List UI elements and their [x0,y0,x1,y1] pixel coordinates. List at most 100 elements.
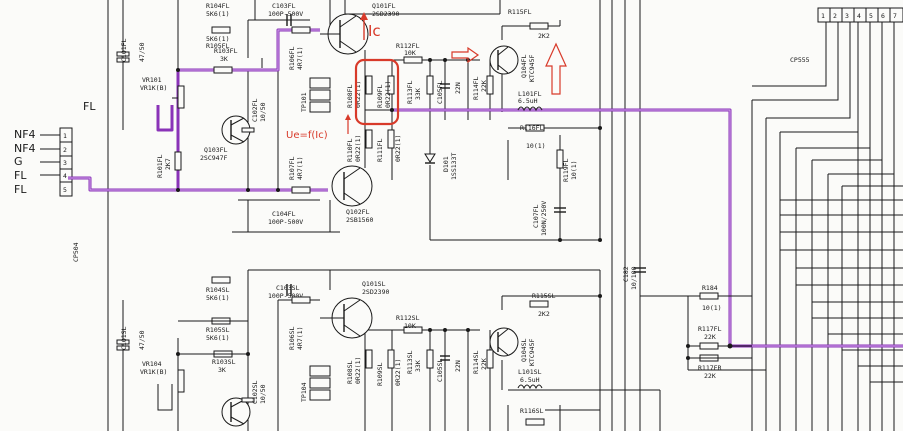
cp555-pin-1: 1 [821,12,825,20]
r112sl-value: 10K [404,322,416,330]
c107fl-ref: C107FL [532,204,540,228]
r103fl-value: 3K [220,55,228,63]
q104sl-ref: Q104SL [520,338,528,362]
r114fl-ref: R114FL [472,76,480,100]
q103fl-value: 2SC947F [200,154,227,162]
c101fl-ref: C101FL [120,38,128,62]
connector-label-5: FL [14,183,27,196]
r103fl-ref: R103FL [214,47,238,55]
r105fl-ref: R105FL [206,42,230,50]
r105sl-value: 5K6(1) [206,334,229,342]
r117fr-ref: R117FR [698,364,722,372]
c102fl-value: 10/50 [259,102,267,122]
cp555-pin-5: 5 [869,12,873,20]
r113fl-value: 33K [414,88,422,100]
r103sl-value: 3K [218,366,226,374]
r110fl-ref: R110FL [346,138,354,162]
r117fr-value: 22K [704,372,716,380]
connector-pin-3: 3 [63,159,67,167]
connector-label-2: NF4 [14,142,36,155]
c104fl-ref: C104FL [272,210,296,218]
connector-label-4: FL [14,169,27,182]
r117fl-ref: R117FL [698,325,722,333]
r114sl-value: 22K [480,358,488,370]
l101fl-value: 6.5uH [518,97,538,105]
r101fl-ref: R101FL [156,154,164,178]
q104sl-value: KTC945F [528,339,536,366]
c182-value: 10/100 [630,266,638,290]
r117fl-value: 22K [704,333,716,341]
r115fl-ref: R115FL [508,8,532,16]
c102fl-ref: C102FL [251,98,259,122]
emitter-resistor-highlight [354,58,400,126]
vr104-ref: VR104 [142,360,162,368]
connector-pin-2: 2 [63,146,67,154]
cp555-pin-7: 7 [893,12,897,20]
vr101-value: VR1K(B) [140,84,167,92]
r184-value: 10(1) [702,304,722,312]
r116fl-ref: R116FL [520,124,544,132]
c182-ref: C182 [622,266,630,282]
c105fl-ref: C105FL [436,80,444,104]
q101fl-value: 2SD2390 [372,10,399,18]
r115sl-value: 2K2 [538,310,550,318]
c102sl-value: 10/50 [259,384,267,404]
c101sl-value: 47/50 [138,330,146,350]
r104sl-value: 5K6(1) [206,294,229,302]
c103fl-ref: C103FL [272,2,296,10]
r107fl-value: 4R7(1) [296,157,304,180]
connector-label-1: NF4 [14,128,36,141]
channel-label: FL [83,100,96,113]
r114sl-ref: R114SL [472,350,480,374]
highlighted-signal-path [68,28,903,348]
r106sl-value: 4R7(1) [296,327,304,350]
c101sl-ref: C101SL [120,326,128,350]
r111fl-ref: R111FL [376,138,384,162]
r116sl-ref: R116SL [520,407,544,415]
r104sl-ref: R104SL [206,286,230,294]
q102fl-ref: Q102FL [346,208,370,216]
q101fl-ref: Q101FL [372,2,396,10]
right-arrow-icon [451,46,480,64]
r106fl-value: 4R7(1) [296,47,304,70]
r108sl-ref: R108SL [346,360,354,384]
cp555-connector: 1 2 3 4 5 6 7 CP555 [790,7,903,64]
connector-ref: CP504 [72,242,80,262]
q104fl-ref: Q104FL [520,54,528,78]
r106fl-ref: R106FL [288,46,296,70]
r113sl-value: 33K [414,360,422,372]
q101sl-ref: Q101SL [362,280,386,288]
tp104-ref: TP104 [300,382,308,402]
r104fl-value: 5K6(1) [206,10,229,18]
c103fl-value: 100P-500V [268,10,303,18]
c103sl-ref: C103SL [276,284,300,292]
bottom-channel-components: C101SL 47/50 VR104 VR1K(B) R103SL 3K R10… [116,266,752,427]
tp101-ref: TP101 [300,92,308,112]
connector-pin-5: 5 [63,186,67,194]
r105sl-ref: R105SL [206,326,230,334]
r109sl-ref: R109SL [376,362,384,386]
r112fl-value: 10K [404,49,416,57]
ue-annotation: Ue=f(Ic) [286,130,328,141]
connector-pin-4: 4 [63,172,67,180]
r114fl-value: 22K [480,80,488,92]
c103sl-value: 100P-500V [268,292,303,300]
r113fl-ref: R113FL [406,80,414,104]
r109fl-ref: R109FL [376,84,384,108]
r113sl-ref: R113SL [406,350,414,374]
r115sl-ref: R115SL [532,292,556,300]
top-channel-components: C101FL 47/50 VR101 VR1K(B) R103FL 3K R10… [116,2,602,242]
r119fl-value: 10(1) [570,160,578,180]
l101sl-value: 6.5uH [520,376,540,384]
r105fl-value: 5K6(1) [206,35,229,43]
up-arrow-icon [545,42,567,95]
r108fl-ref: R108FL [346,84,354,108]
cp555-ref: CP555 [790,56,810,64]
vr104-value: VR1K(B) [140,368,167,376]
l101fl-ref: L101FL [518,90,542,98]
cp555-pin-2: 2 [833,12,837,20]
c105sl-ref: C105SL [436,358,444,382]
q102fl-value: 2SB1560 [346,216,373,224]
c105fl-value: 22N [454,82,462,94]
